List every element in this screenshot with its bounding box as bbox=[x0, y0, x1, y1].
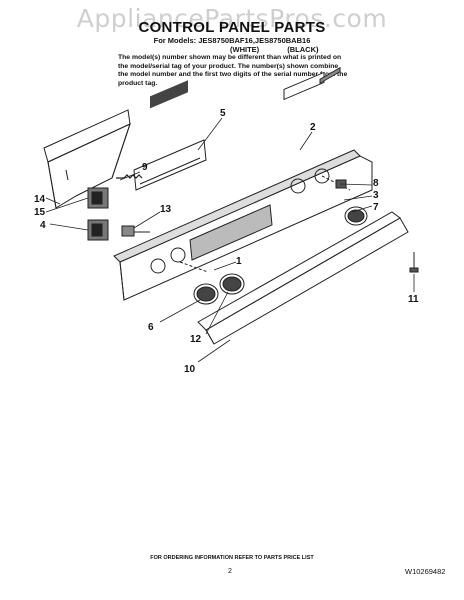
callout-6: 6 bbox=[148, 322, 154, 333]
callout-15: 15 bbox=[34, 207, 46, 218]
document-id: W10269482 bbox=[405, 567, 446, 576]
switch-upper bbox=[87, 187, 109, 209]
callout-3: 3 bbox=[373, 190, 379, 201]
spring-part bbox=[116, 174, 143, 179]
callout-7: 7 bbox=[373, 202, 379, 213]
callout-4: 4 bbox=[40, 220, 46, 231]
screw-part bbox=[409, 252, 419, 273]
callout-8: 8 bbox=[373, 178, 379, 189]
callout-11: 11 bbox=[408, 294, 419, 305]
rear-tray bbox=[197, 66, 409, 345]
callout-1: 1 bbox=[236, 256, 242, 267]
wire-connector bbox=[121, 225, 150, 237]
callout-10: 10 bbox=[184, 364, 196, 375]
ordering-info: FOR ORDERING INFORMATION REFER TO PARTS … bbox=[150, 555, 314, 561]
mounting-bracket bbox=[43, 109, 131, 209]
model-note: The model(s) number shown may be differe… bbox=[118, 54, 348, 87]
callout-5: 5 bbox=[220, 108, 226, 119]
knob-upper-right bbox=[344, 206, 368, 226]
knob-left bbox=[193, 283, 219, 305]
callout-14: 14 bbox=[34, 194, 46, 205]
leader-lines bbox=[45, 117, 415, 363]
color-black-label: (BLACK) bbox=[287, 45, 319, 54]
callout-12: 12 bbox=[190, 334, 202, 345]
callout-9: 9 bbox=[142, 162, 148, 173]
model-line: For Models: JES8750BAF16,JES8750BAB16 bbox=[153, 36, 311, 45]
control-panel bbox=[113, 71, 373, 301]
watermark: AppliancePartsPros.com bbox=[76, 4, 388, 33]
callout-13: 13 bbox=[160, 204, 172, 215]
clock-board bbox=[133, 80, 207, 191]
page-title: CONTROL PANEL PARTS bbox=[138, 19, 326, 36]
callout-2: 2 bbox=[310, 122, 316, 133]
switch-lower bbox=[87, 219, 109, 241]
color-labels: (WHITE) (BLACK) bbox=[230, 45, 345, 54]
page-number: 2 bbox=[228, 568, 232, 575]
knob-right bbox=[219, 273, 245, 295]
color-white-label: (WHITE) bbox=[230, 45, 260, 54]
